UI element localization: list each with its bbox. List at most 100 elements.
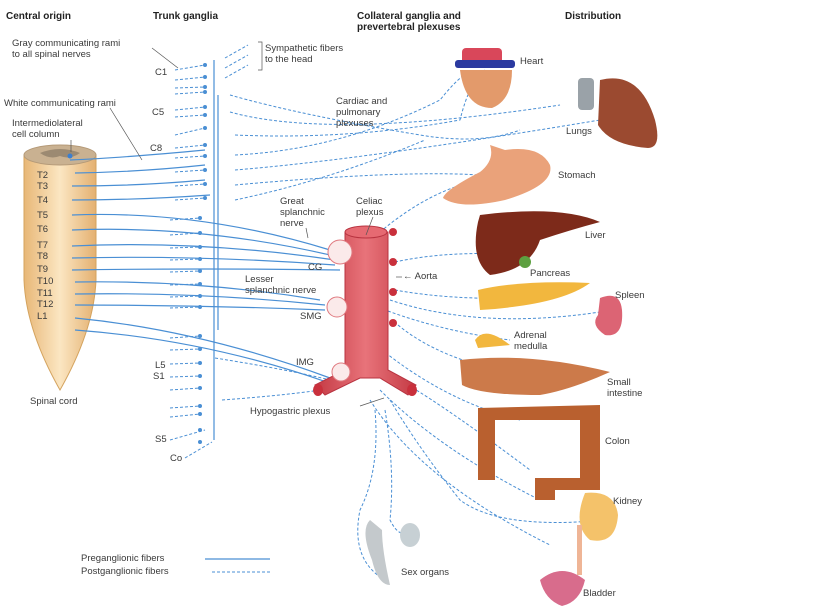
label-sympathetic-head: Sympathetic fibers to the head [265, 43, 344, 65]
trunk-ganglion [198, 334, 202, 338]
segment-t11: T11 [37, 288, 53, 299]
trunk-ganglion [198, 305, 202, 309]
trunk-ganglion [198, 361, 202, 365]
pancreas-shape [478, 282, 590, 310]
trunk-ganglion [203, 113, 207, 117]
trunk-ganglion [203, 126, 207, 130]
organ-spleen: Spleen [615, 290, 645, 301]
trunk-ganglion [198, 374, 202, 378]
trunk-ganglion [198, 257, 202, 261]
trunk-ganglion [203, 168, 207, 172]
label-white-rami: White communicating rami [4, 98, 116, 109]
label-lesser-splanchnic: Lesser splanchnic nerve [245, 274, 317, 296]
small-intestine-shape [460, 357, 610, 395]
organ-bladder: Bladder [583, 588, 616, 599]
spinal-cord-illustration [23, 144, 97, 392]
trunk-ganglion [198, 428, 202, 432]
label-hypogastric: Hypogastric plexus [250, 406, 331, 417]
organ-heart: Heart [520, 56, 544, 67]
trunk-ganglion [198, 231, 202, 235]
aorta-text: Aorta [414, 271, 438, 282]
adrenal-shape [475, 333, 510, 348]
trunk-ganglion [203, 196, 207, 200]
trunk-ganglion [203, 182, 207, 186]
sex-organs-shape [365, 520, 420, 585]
heart-shape [455, 48, 515, 108]
header-trunk-ganglia: Trunk ganglia [153, 11, 219, 22]
label-gray-rami: Gray communicating rami to all spinal ne… [12, 38, 121, 60]
trunk-ganglion [203, 90, 207, 94]
segment-t10: T10 [37, 276, 54, 287]
aorta-illustration [313, 225, 417, 396]
trunk-ganglion [198, 245, 202, 249]
label-img: IMG [296, 357, 314, 368]
segment-s5: S5 [155, 434, 167, 445]
trunk-ganglion [198, 412, 202, 416]
organ-sex-organs: Sex organs [401, 567, 450, 578]
trunk-ganglion [198, 216, 202, 220]
trunk-ganglion [198, 282, 202, 286]
spleen-shape [595, 295, 623, 336]
label-great-splanchnic: Great splanchnic nerve [280, 196, 325, 229]
segment-l5: L5 [155, 360, 166, 371]
segment-s1: S1 [153, 371, 165, 382]
segment-t4: T4 [37, 195, 49, 206]
kidney-shape [577, 492, 618, 575]
label-cardiac-plexus: Cardiac and pulmonary plexuses [336, 96, 388, 129]
segment-l1: L1 [37, 311, 48, 322]
segment-t6: T6 [37, 224, 49, 235]
trunk-ganglion [198, 386, 202, 390]
legend-postganglionic: Postganglionic fibers [81, 566, 169, 577]
legend-preganglionic: Preganglionic fibers [81, 553, 165, 564]
organ-liver: Liver [585, 230, 606, 241]
label-smg: SMG [300, 311, 322, 322]
stomach-shape [443, 145, 551, 205]
label-iml: Intermediolateral cell column [12, 118, 83, 140]
organ-kidney: Kidney [613, 496, 643, 507]
trunk-ganglion [198, 440, 202, 444]
leader-lines [70, 41, 402, 407]
segment-t3: T3 [37, 181, 49, 192]
inferior-mesenteric-ganglion [331, 362, 351, 382]
segment-t9: T9 [37, 264, 49, 275]
organs-illustration [365, 48, 658, 606]
organ-adrenal-medulla: Adrenal medulla [514, 330, 548, 352]
header-collateral: Collateral ganglia and prevertebral plex… [357, 11, 461, 33]
header-distribution: Distribution [565, 11, 622, 22]
superior-mesenteric-ganglion [326, 296, 348, 318]
organ-pancreas: Pancreas [530, 268, 571, 279]
trunk-ganglion [203, 63, 207, 67]
segment-c1: C1 [155, 67, 168, 78]
colon-shape [478, 405, 600, 500]
trunk-ganglion [198, 404, 202, 408]
segment-t5: T5 [37, 210, 49, 221]
trunk-ganglion [203, 75, 207, 79]
trunk-ganglion [198, 347, 202, 351]
label-aorta: ← Aorta [403, 271, 438, 282]
trunk-ganglion [203, 143, 207, 147]
trunk-ganglion [203, 105, 207, 109]
header-central-origin: Central origin [6, 11, 72, 22]
trunk-ganglion [203, 85, 207, 89]
segment-t2: T2 [37, 170, 49, 181]
bladder-shape [540, 571, 585, 606]
trunk-ganglion [198, 269, 202, 273]
segment-c8: C8 [150, 143, 163, 154]
label-spinal-cord: Spinal cord [30, 396, 78, 407]
organ-small-intestine: Small intestine [607, 377, 643, 399]
segment-t8: T8 [37, 251, 49, 262]
segment-t7: T7 [37, 240, 49, 251]
lungs-shape [578, 78, 658, 148]
label-cg: CG [308, 262, 323, 273]
celiac-ganglion [327, 239, 353, 265]
trunk-ganglion [203, 154, 207, 158]
label-celiac-plexus: Celiac plexus [356, 196, 384, 218]
organ-colon: Colon [605, 436, 630, 447]
organ-lungs: Lungs [566, 126, 592, 137]
liver-shape [475, 211, 600, 275]
segment-t12: T12 [37, 299, 54, 310]
organ-stomach: Stomach [558, 170, 596, 181]
trunk-ganglion [198, 294, 202, 298]
